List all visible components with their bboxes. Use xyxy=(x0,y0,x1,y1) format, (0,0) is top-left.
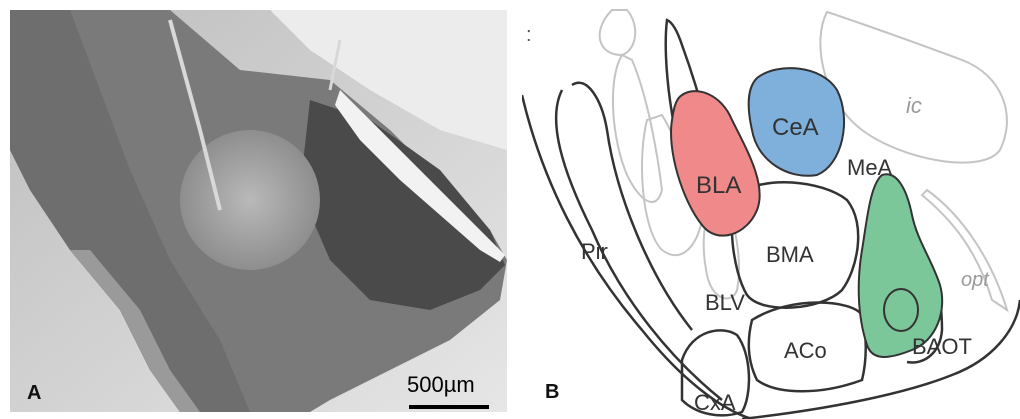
region-outline-top xyxy=(600,10,636,55)
label-aco: ACo xyxy=(784,338,827,363)
panel-letter-a: A xyxy=(27,382,41,405)
label-ic: ic xyxy=(906,93,922,118)
label-baot: BAOT xyxy=(912,334,972,359)
histology-image: A 500µm xyxy=(10,10,507,412)
label-blv: BLV xyxy=(705,290,745,315)
scale-bar xyxy=(409,405,489,409)
label-pir: Pir xyxy=(581,239,608,264)
brain-section-photo xyxy=(10,10,507,412)
bla-nucleus xyxy=(671,91,760,235)
label-cxa: CxA xyxy=(694,390,736,415)
internal-capsule-outline xyxy=(820,12,1007,163)
label-mea: MeA xyxy=(847,155,893,180)
region-outline-left xyxy=(613,55,662,202)
label-opt: opt xyxy=(961,269,990,291)
panel-letter-b: B xyxy=(545,381,559,404)
label-bla: BLA xyxy=(696,172,741,199)
scale-bar-label: 500µm xyxy=(407,372,475,398)
label-bma: BMA xyxy=(766,242,814,267)
amygdala-diagram: : ic CeA BLA MeA BMA Pir BLV opt ACo BAO… xyxy=(522,0,1020,419)
amygdala-schematic: : ic CeA BLA MeA BMA Pir BLV opt ACo BAO… xyxy=(522,0,1020,419)
colon-mark: : xyxy=(526,24,532,46)
label-cea: CeA xyxy=(772,114,819,141)
